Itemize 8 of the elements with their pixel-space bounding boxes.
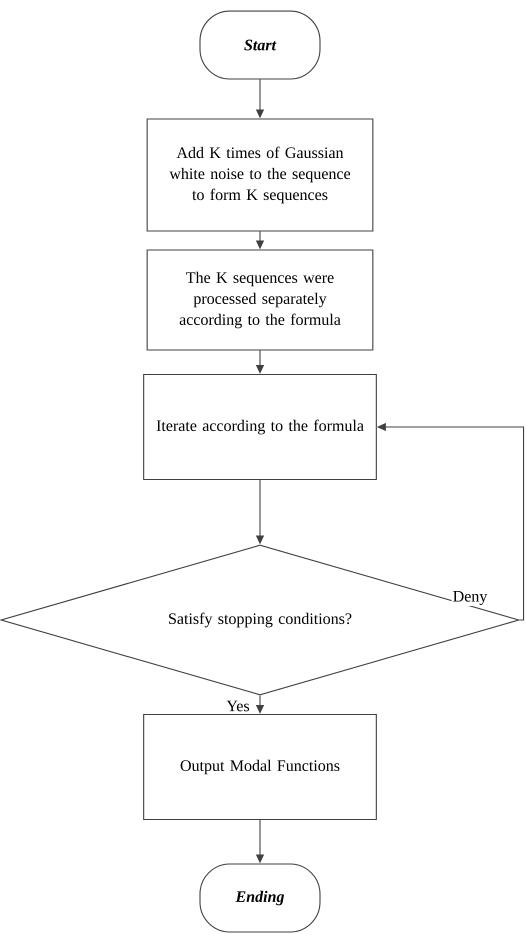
process-box: Output Modal Functions <box>143 714 377 820</box>
edge-label: Deny <box>452 590 488 606</box>
terminal-box: Ending <box>199 863 321 933</box>
terminal-box: Start <box>199 10 321 80</box>
process-box: Add K times of Gaussian white noise to the sequence to form K sequences <box>146 118 374 232</box>
edge-label: Yes <box>225 700 251 712</box>
process-box: The K sequences were processed separately according to the formula <box>146 249 374 351</box>
process-box: Iterate according to the formula <box>143 374 377 480</box>
